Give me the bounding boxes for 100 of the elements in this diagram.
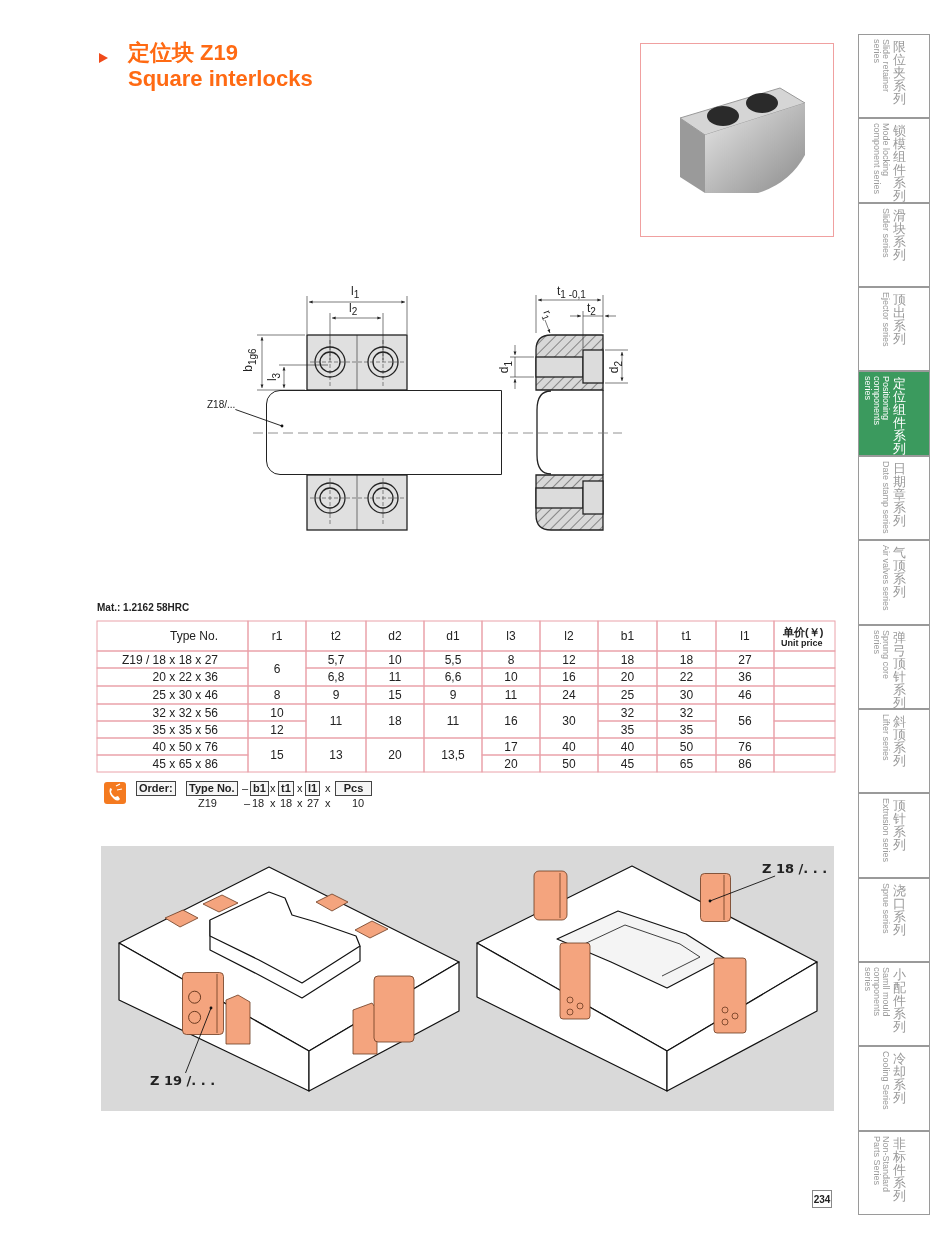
sidebar-tab (858, 625, 930, 709)
table-value: 45 (620, 756, 635, 771)
callout-label: Z18/... (207, 399, 236, 410)
table-value: 15 (388, 688, 402, 702)
tab-title: 顶针系列 (893, 799, 907, 851)
table-value: 9 (332, 688, 340, 702)
table-value: 11 (329, 714, 343, 728)
tab-title: 定位组件系列 (893, 377, 907, 455)
column-header: Unit price (781, 638, 823, 648)
callout-label: Z 19 /. . . (150, 1073, 216, 1088)
order-field-box: Order: (136, 781, 176, 796)
table-value: 30 (679, 688, 694, 702)
table-value: 13,5 (441, 748, 465, 762)
order-field-box: b1 (250, 781, 269, 796)
interlock-block (182, 972, 224, 1035)
table-value: 18 (679, 652, 694, 667)
tab-title: 非标件系列 (893, 1137, 907, 1202)
sidebar-tab (858, 962, 930, 1046)
table-value: 86 (738, 756, 752, 771)
tab-subtitle: Non-Standard Parts Series (872, 1136, 890, 1195)
table-value: 50 (679, 739, 694, 754)
sidebar-tab (858, 203, 930, 287)
table-value: 12 (270, 722, 284, 737)
table-value: 35 (620, 722, 635, 737)
order-sign: x (270, 782, 276, 795)
order-example: 18 (280, 797, 293, 810)
dimension-label: t$_{2}$ (587, 302, 596, 318)
column-header: l3 (506, 629, 516, 643)
tab-subtitle: Positioning components series (863, 376, 890, 428)
table-value: 36 (738, 670, 752, 684)
column-header: d2 (388, 629, 402, 643)
order-sign: – (242, 782, 249, 795)
tab-title: 锁模组件系列 (893, 124, 907, 202)
sidebar-tab (858, 287, 930, 371)
tab-subtitle: Slider series (881, 208, 890, 260)
table-value: 15 (270, 748, 284, 762)
order-example: – (244, 797, 251, 810)
tab-subtitle: Samll mould components series (863, 967, 890, 1019)
sidebar-tab (858, 371, 930, 456)
table-value: 50 (562, 756, 576, 771)
tab-title: 冷却系列 (893, 1052, 907, 1104)
column-header: 单价(￥) (783, 625, 824, 639)
table-value: 10 (270, 705, 284, 720)
table-value: 56 (738, 714, 752, 728)
column-header: b1 (620, 629, 635, 643)
order-example: x (270, 797, 276, 810)
table-value: 32 (620, 705, 635, 720)
table-value: 5,7 (327, 652, 345, 667)
column-header: l2 (564, 629, 574, 643)
tab-subtitle: Slide retainer series (872, 39, 890, 95)
table-value: 20 (388, 748, 402, 762)
tab-subtitle: Lifter series (881, 714, 890, 763)
order-field-box: Type No. (186, 781, 238, 796)
table-value: 11 (446, 714, 460, 728)
sidebar-tab (858, 878, 930, 962)
table-value: 24 (562, 688, 576, 702)
table-value: 16 (562, 670, 576, 684)
title: 定位块 Z19 (128, 39, 239, 67)
table-value: 13 (329, 748, 343, 762)
dimension-label: t$_{1 -0,1}$ (557, 285, 586, 301)
table-value: 30 (562, 714, 576, 728)
interlock-block (700, 873, 731, 922)
sidebar-tab (858, 1046, 930, 1131)
table-value: 8 (507, 652, 515, 667)
tab-subtitle: Ejector series (881, 292, 890, 349)
tab-title: 弹弓顶针系列 (893, 631, 907, 709)
tab-subtitle: Cooling Series (881, 1051, 890, 1112)
order-example: Z19 (198, 797, 217, 810)
tab-subtitle: Extrusion series (881, 798, 890, 865)
column-header: t1 (681, 629, 692, 643)
round-bar (266, 390, 502, 475)
sidebar-tab (858, 1131, 930, 1215)
type-number: 45 x 65 x 86 (152, 756, 218, 771)
tab-title: 气顶系列 (893, 546, 907, 598)
column-header: d1 (446, 629, 460, 643)
table-value: 10 (504, 670, 518, 684)
table-value: 22 (679, 670, 694, 684)
tab-title: 限位夹系列 (893, 40, 907, 105)
table-value: 11 (388, 670, 402, 684)
table-value: 76 (738, 739, 752, 754)
table-value: 18 (388, 714, 402, 728)
type-number: 25 x 30 x 46 (152, 688, 218, 702)
dimension-label: l$_{1}$ (351, 285, 360, 301)
order-example: 18 (252, 797, 265, 810)
sidebar-tab (858, 793, 930, 878)
table-value: 9 (449, 688, 457, 702)
subtitle: Square interlocks (128, 67, 313, 92)
table-value: 46 (738, 688, 752, 702)
column-header: t2 (331, 629, 341, 643)
order-example: x (325, 797, 331, 810)
tab-subtitle: Sprung core series (872, 630, 890, 682)
type-number: 40 x 50 x 76 (152, 739, 218, 754)
tab-title: 斜顶系列 (893, 715, 907, 767)
sidebar-tab (858, 540, 930, 625)
sidebar-tab (858, 34, 930, 118)
order-field-box: t1 (278, 781, 294, 796)
sidebar-tab (858, 118, 930, 203)
table-value: 18 (620, 652, 635, 667)
type-number: 35 x 35 x 56 (152, 722, 218, 737)
table-value: 40 (620, 739, 635, 754)
